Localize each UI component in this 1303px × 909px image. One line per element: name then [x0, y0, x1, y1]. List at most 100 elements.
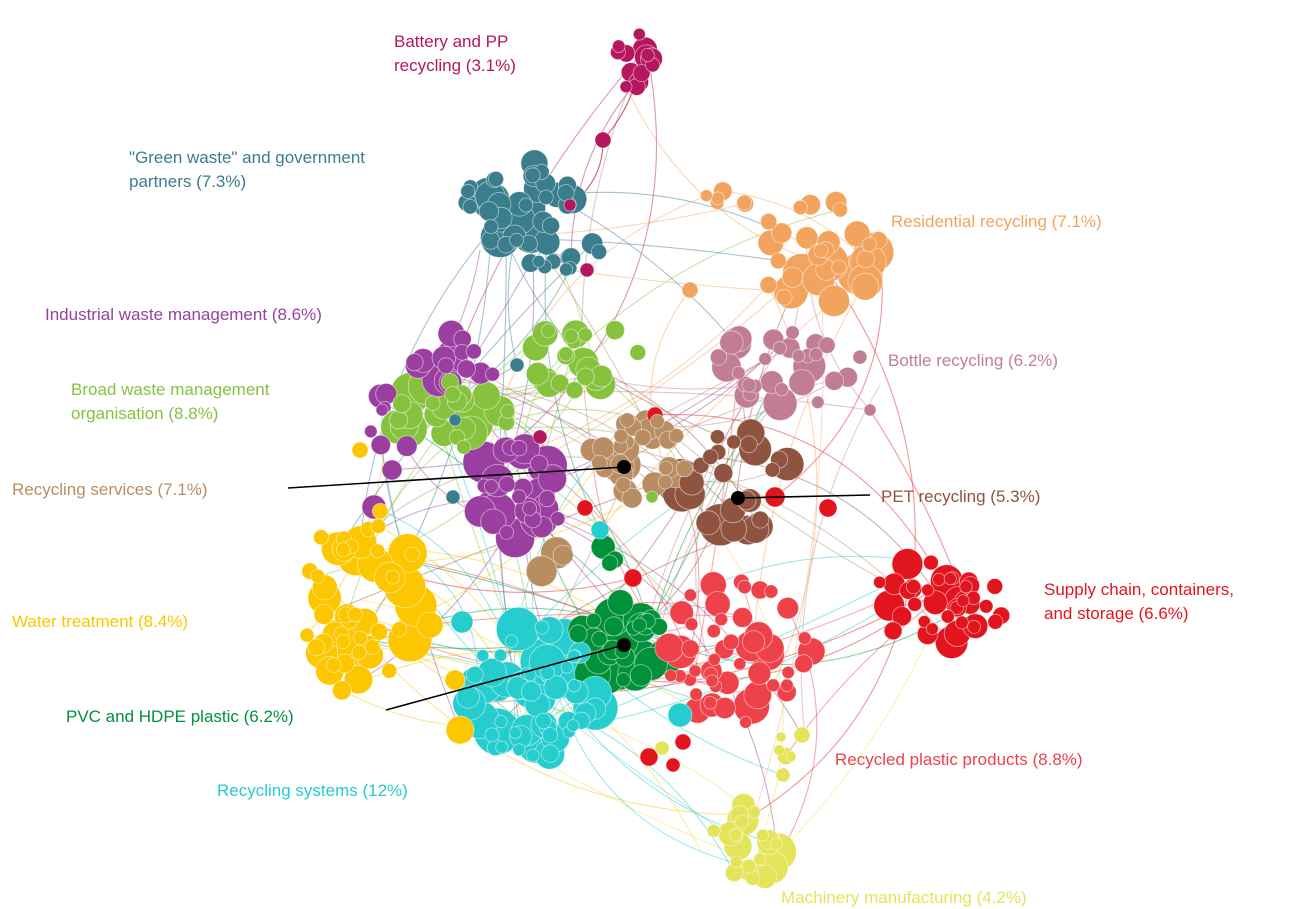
node-services — [615, 476, 632, 493]
node-bottle — [809, 347, 824, 362]
node-bottle — [788, 369, 816, 397]
node-pvc — [591, 630, 608, 648]
node-water — [370, 543, 386, 559]
node-water — [325, 657, 342, 673]
node-pet — [764, 462, 781, 478]
node-systems — [465, 665, 484, 684]
node-bottle — [774, 382, 789, 397]
node-machinery — [654, 740, 670, 756]
node-systems — [543, 675, 569, 700]
node-supply — [883, 621, 903, 641]
node-water — [343, 664, 374, 695]
node-industrial — [522, 501, 537, 516]
edge — [372, 646, 740, 816]
node-residential — [813, 243, 829, 259]
cluster-label-services: Recycling services (7.1%) — [12, 480, 208, 499]
node-recplastic — [681, 639, 700, 658]
node-supply — [955, 615, 969, 630]
node-industrial — [480, 508, 507, 535]
node-industrial — [510, 439, 528, 457]
node-water — [335, 542, 351, 558]
node-residential — [775, 288, 793, 306]
node-supply — [959, 580, 973, 594]
node-supply — [891, 606, 913, 627]
node-services — [525, 555, 558, 587]
edge — [529, 507, 777, 844]
node-bottle — [758, 352, 772, 366]
node-green — [509, 232, 524, 248]
node-supply — [665, 757, 681, 773]
node-green — [524, 167, 541, 184]
node-recplastic — [733, 657, 747, 671]
node-broad — [471, 381, 501, 411]
node-supply — [906, 579, 922, 595]
cluster-label-residential: Residential recycling (7.1%) — [891, 212, 1102, 231]
node-supply — [923, 554, 939, 571]
cluster-label-recplastic: Recycled plastic products (8.8%) — [835, 750, 1083, 769]
node-services — [552, 544, 574, 566]
node-broad — [444, 386, 461, 403]
node-supply — [967, 620, 981, 634]
node-recplastic — [739, 715, 752, 729]
node-water — [445, 715, 475, 745]
node-systems — [590, 520, 610, 540]
node-services — [619, 412, 636, 428]
node-machinery — [741, 858, 757, 874]
node-machinery — [729, 855, 743, 868]
node-residential — [832, 202, 849, 218]
node-residential — [759, 213, 778, 231]
node-bottle — [791, 349, 806, 363]
node-recplastic — [763, 584, 779, 599]
node-residential — [769, 252, 787, 270]
node-water — [385, 569, 401, 585]
edge — [474, 529, 748, 676]
node-residential — [781, 266, 804, 289]
node-broad — [424, 395, 441, 412]
node-bottle — [852, 349, 868, 365]
node-services — [657, 474, 673, 490]
node-systems — [456, 685, 480, 709]
node-broad — [565, 381, 584, 400]
pointer-pet — [737, 494, 871, 499]
node-green — [532, 254, 546, 268]
node-pvc — [629, 664, 653, 687]
node-industrial — [529, 454, 549, 473]
node-water — [351, 441, 369, 459]
node-green — [557, 184, 575, 202]
node-broad — [456, 439, 472, 455]
node-recplastic — [794, 654, 813, 674]
node-recplastic — [741, 630, 766, 654]
node-residential — [771, 222, 793, 244]
pointers-layer — [287, 460, 871, 711]
node-services — [591, 454, 608, 472]
node-pet — [726, 434, 742, 450]
cluster-label-bottle: Bottle recycling (6.2%) — [888, 351, 1059, 370]
node-green — [478, 201, 499, 222]
edge — [505, 54, 658, 451]
node-industrial — [375, 403, 389, 417]
node-bottle — [811, 395, 825, 410]
node-industrial — [396, 435, 418, 457]
node-supply — [818, 498, 838, 518]
node-recplastic — [683, 588, 698, 602]
node-systems — [495, 740, 509, 754]
node-green — [538, 189, 554, 206]
node-systems — [526, 748, 540, 763]
node-industrial — [485, 366, 500, 382]
node-green — [559, 262, 573, 277]
node-broad — [645, 490, 659, 504]
node-systems — [493, 648, 508, 662]
node-supply — [873, 575, 887, 589]
pointer-dot-pvc — [617, 638, 631, 652]
node-supply — [623, 568, 643, 588]
node-machinery — [706, 823, 721, 838]
node-pvc — [601, 554, 619, 572]
node-recplastic — [781, 665, 795, 680]
node-supply — [907, 596, 923, 612]
node-recplastic — [664, 669, 678, 682]
node-water — [370, 518, 387, 534]
node-bottle — [824, 370, 845, 391]
node-recplastic — [689, 687, 703, 702]
node-bottle — [863, 403, 877, 417]
node-residential — [700, 189, 713, 203]
